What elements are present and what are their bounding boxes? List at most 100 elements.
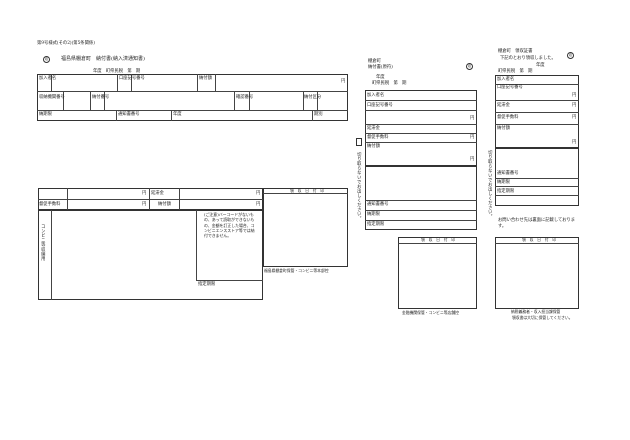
divider xyxy=(63,91,64,110)
mid-total-yen: 円 xyxy=(470,157,475,162)
divider xyxy=(317,91,318,110)
divider xyxy=(312,110,313,121)
divider xyxy=(495,186,579,187)
divider xyxy=(171,110,172,121)
mid-lower-grid xyxy=(365,166,477,230)
right-cut-note: 切り取らないでお出しください。 xyxy=(487,150,493,219)
mid-base-label: 延滞金 xyxy=(367,126,380,131)
divider xyxy=(215,74,216,91)
divider xyxy=(67,188,68,210)
mid-fee-yen: 円 xyxy=(470,135,475,140)
divider xyxy=(365,142,477,143)
right-received-line: 下記のとおり領収しました。 xyxy=(500,56,556,61)
divider xyxy=(37,110,348,111)
right-lower-grid xyxy=(495,148,579,206)
divider xyxy=(263,193,348,194)
mid-stamp-box xyxy=(398,237,477,309)
left-main-grid xyxy=(37,74,348,121)
divider xyxy=(196,210,197,280)
mid-stamp-footer: 金融機関保管・コンビニ等店舗控 xyxy=(402,310,459,315)
mid-cut-box xyxy=(356,138,362,146)
divider xyxy=(495,112,579,113)
receipt-circle-mark: 収 xyxy=(43,56,50,63)
left-account-label: 口座記号番号 xyxy=(119,76,145,81)
divider xyxy=(495,124,579,125)
left-base-label: 延滞金 xyxy=(151,191,164,196)
divider xyxy=(104,91,105,110)
divider xyxy=(365,124,477,125)
divider xyxy=(495,195,579,196)
mid-circle-mark: 収 xyxy=(466,63,473,70)
divider xyxy=(365,200,477,201)
divider xyxy=(365,100,477,101)
right-stamp-footer-2: 領収書は大切に保管してください。 xyxy=(512,315,573,320)
left-yen: 円 xyxy=(341,79,346,84)
divider xyxy=(90,91,91,110)
mid-total-label: 納付額 xyxy=(367,144,380,149)
divider xyxy=(495,100,579,101)
left-amount-label: 納付額 xyxy=(199,76,212,81)
left-stamp-header: 領 収 日 付 印 xyxy=(290,188,325,193)
mid-payer-label: 加入者名 xyxy=(367,93,385,98)
mid-cut-note: 切り取らないでお出しください。 xyxy=(356,152,362,221)
left-stamp-box xyxy=(263,188,348,267)
mid-fee-label: 督促手数料 xyxy=(367,135,389,140)
divider xyxy=(197,74,198,91)
divider xyxy=(495,243,579,244)
left-payment-category-label: 納付区分 xyxy=(304,95,322,100)
divider xyxy=(117,74,118,91)
right-payer-label: 加入者名 xyxy=(497,77,515,82)
left-payment-no-label: 納付番号 xyxy=(92,95,110,100)
left-due-date-label: 納期限 xyxy=(39,112,52,117)
mid-account-label: 口座記号番号 xyxy=(367,103,393,108)
right-fee-label: 督促手数料 xyxy=(497,115,519,120)
right-year-line: 年度 xyxy=(536,63,545,68)
divider xyxy=(234,91,235,110)
right-stamp-footer-1: 納税義務者・収入担当課保管 xyxy=(511,309,561,314)
left-base-yen: 円 xyxy=(142,191,147,196)
divider xyxy=(303,91,304,110)
left-income-dept-label: 収納機関番号 xyxy=(39,95,65,100)
divider xyxy=(365,220,477,221)
right-base-yen: 円 xyxy=(572,103,577,108)
divider xyxy=(495,84,579,85)
mid-due-date-label: 納期限 xyxy=(367,212,380,217)
divider xyxy=(51,210,52,300)
mid-doc-title: 納付書(原符) xyxy=(368,65,393,70)
mid-town: 棚倉町 xyxy=(368,59,381,64)
divider xyxy=(196,280,263,281)
left-revised-due-label: 指定期限 xyxy=(198,282,216,287)
divider xyxy=(398,243,477,244)
mid-stamp-header: 領 収 日 付 印 xyxy=(421,237,456,242)
left-convenience-label: コンビニ等収納用 xyxy=(40,224,46,261)
divider xyxy=(149,188,150,210)
divider xyxy=(179,188,180,210)
left-total-label: 納付額 xyxy=(158,202,171,207)
right-account-label: 口座記号番号 xyxy=(497,85,523,90)
right-tax-line: 町県民税 第 期 xyxy=(498,69,533,74)
divider xyxy=(131,74,132,91)
right-total-label: 納付額 xyxy=(497,126,510,131)
mid-year-line: 年度 xyxy=(376,75,385,80)
left-installment-label: 期別 xyxy=(314,112,323,117)
left-base-yen-2: 円 xyxy=(256,191,261,196)
left-title: 福島県棚倉町 納付書(納入済通知書) xyxy=(61,56,145,62)
divider xyxy=(365,133,477,134)
right-revised-due-label: 指定期限 xyxy=(497,189,515,194)
divider xyxy=(116,110,117,121)
divider xyxy=(249,91,250,110)
divider xyxy=(365,110,477,111)
divider xyxy=(38,199,263,200)
left-notice-no-label: 通知書番号 xyxy=(118,112,140,117)
right-circle-mark: 収 xyxy=(567,52,574,59)
right-total-yen: 円 xyxy=(572,140,577,145)
form-id: 第9号様式(その2)(第5条関係) xyxy=(37,41,95,46)
left-fiscal-year-label: 年度 xyxy=(173,112,182,117)
divider xyxy=(51,74,52,91)
mid-revised-due-label: 指定期限 xyxy=(367,222,385,227)
left-fee-label: 督促手数料 xyxy=(39,202,61,207)
left-notes: (ご注意)バーコードがないもの、あって読取ができないもの、金額を訂正した場合、コ… xyxy=(204,212,255,239)
right-account-yen: 円 xyxy=(572,93,577,98)
right-town-title: 棚倉町 領収証書 xyxy=(498,49,533,54)
left-payer-label: 加入者名 xyxy=(39,76,57,81)
